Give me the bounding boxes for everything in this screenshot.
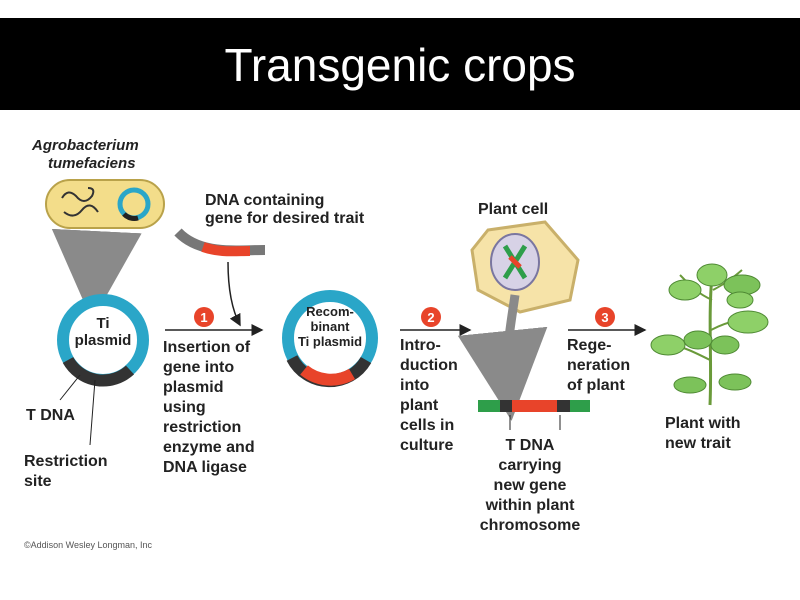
t-dna-result-line: within plant	[485, 497, 576, 514]
step-1-line: restriction	[163, 419, 241, 436]
t-dna-result-text: T DNA carrying new gene within plant chr…	[480, 437, 581, 534]
restriction-site-label-1: Restriction	[24, 453, 108, 470]
title-bar	[0, 18, 800, 110]
step-1-number: 1	[200, 310, 207, 325]
step-3-badge	[595, 307, 615, 327]
step-2-badge	[421, 307, 441, 327]
organism-label-2: tumefaciens	[48, 155, 136, 172]
step-2-number: 2	[427, 310, 434, 325]
step-2-line: plant	[400, 397, 439, 414]
transgenic-plant	[650, 263, 769, 406]
plant-result-label-1: Plant with	[665, 415, 741, 432]
t-dna-result-line: new gene	[494, 477, 567, 494]
step-1-line: gene into	[163, 359, 234, 376]
recombinant-label-2: binant	[311, 319, 351, 334]
t-dna-result-line: chromosome	[480, 517, 581, 534]
desired-gene	[201, 242, 251, 257]
small-t-dna	[122, 212, 139, 221]
step-1-line: plasmid	[163, 379, 223, 396]
step-1-line: using	[163, 399, 206, 416]
step-1-line: Insertion of	[163, 339, 251, 356]
recombinant-label-3: Ti plasmid	[298, 334, 362, 349]
ti-t-dna-segment	[62, 356, 135, 387]
step-2-line: into	[400, 377, 430, 394]
restriction-site-label-2: site	[24, 473, 52, 490]
organism-label-1: Agrobacterium	[31, 137, 139, 154]
dna-source-label-1: DNA containing	[205, 192, 324, 209]
step-3-text: Rege- neration of plant	[567, 337, 630, 394]
arrow-to-chromosome	[457, 294, 548, 421]
t-dna-result-line: T DNA	[506, 437, 555, 454]
recombinant-label-1: Recom-	[306, 304, 354, 319]
bacterial-chromosome	[61, 187, 99, 217]
restriction-site-pointer	[89, 379, 96, 446]
step-3-line: Rege-	[567, 337, 611, 354]
ti-plasmid-label-2: plasmid	[75, 332, 132, 349]
step-3-line: neration	[567, 357, 630, 374]
copyright-text: ©Addison Wesley Longman, Inc	[24, 540, 153, 550]
plant-cell-label: Plant cell	[478, 201, 548, 218]
plant-result-label-2: new trait	[665, 435, 731, 452]
arrow-to-ti-plasmid	[51, 228, 142, 321]
inserted-gene-mark	[508, 255, 522, 269]
step-1-text: Insertion of gene into plasmid using res…	[163, 339, 255, 476]
step-1-line: enzyme and	[163, 439, 255, 456]
step-2-line: duction	[400, 357, 458, 374]
step-3-line: of plant	[567, 377, 625, 394]
ti-plasmid-label-1: Ti	[96, 315, 109, 332]
dna-source-label-2: gene for desired trait	[205, 210, 365, 227]
step-2-line: cells in	[400, 417, 454, 434]
new-gene-strip	[512, 400, 557, 412]
t-dna-pointer	[59, 374, 81, 401]
arrow-gene-to-plasmid	[227, 261, 241, 327]
t-dna-label: T DNA	[26, 407, 75, 424]
t-dna-result-line: carrying	[498, 457, 561, 474]
step-2-line: culture	[400, 437, 453, 454]
step-1-badge	[194, 307, 214, 327]
step-1-line: DNA ligase	[163, 459, 247, 476]
slide-title: Transgenic crops	[224, 39, 576, 91]
step-3-number: 3	[601, 310, 608, 325]
recombinant-gene	[300, 365, 356, 386]
step-2-line: Intro-	[400, 337, 441, 354]
step-2-text: Intro- duction into plant cells in cultu…	[400, 337, 458, 454]
